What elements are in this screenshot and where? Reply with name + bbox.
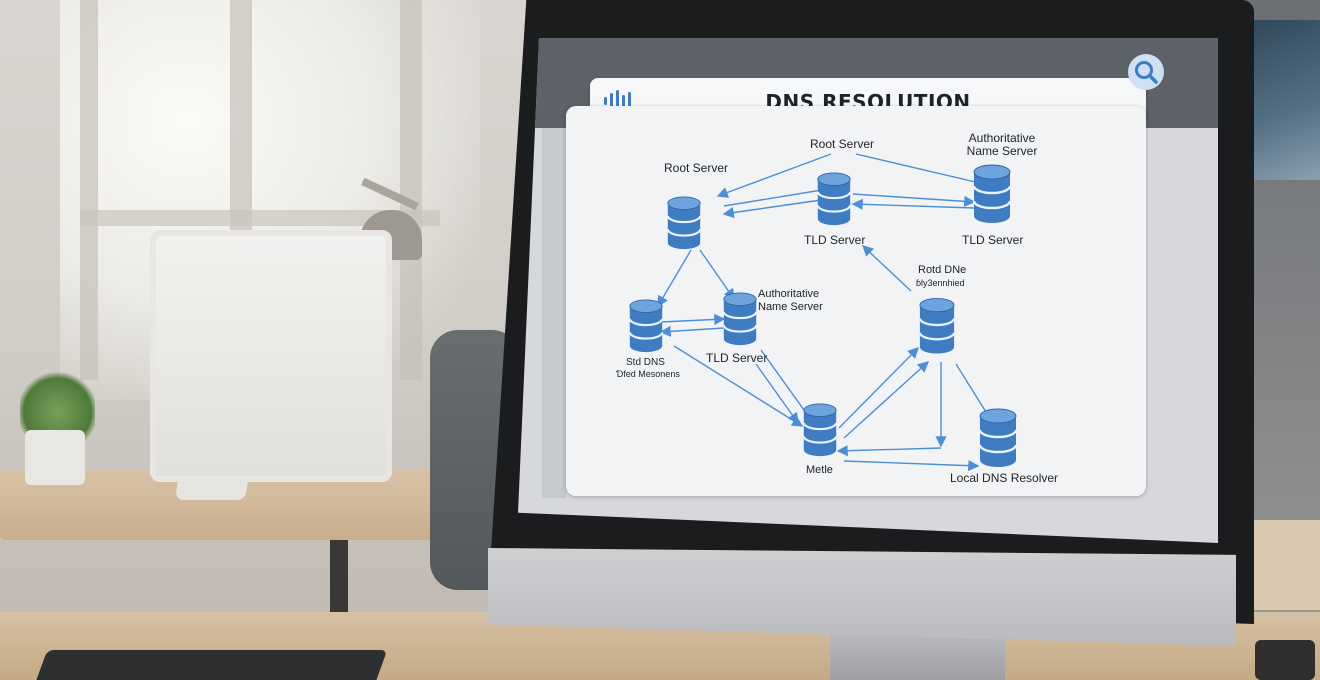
label-root-server-top: Root Server bbox=[810, 137, 875, 151]
std-dns-node bbox=[628, 298, 664, 354]
label-authoritative-top: Authoritative Name Server bbox=[966, 131, 1038, 158]
label-tld-server-center: TLD Server bbox=[804, 233, 866, 247]
label-local-dns-resolver: Local DNS Resolver bbox=[950, 471, 1059, 485]
connection-arrows bbox=[657, 153, 997, 472]
plant bbox=[20, 370, 95, 440]
sidebar-strip bbox=[542, 128, 566, 498]
label-root-server-left: Root Server bbox=[664, 161, 729, 175]
label-std-dns: Std DNS bbox=[626, 357, 665, 368]
tld-server-node-center bbox=[816, 171, 852, 227]
label-authoritative-mid: Authoritative Name Server bbox=[758, 288, 823, 313]
screen: DNS RESOLUTION bbox=[518, 38, 1218, 543]
rotd-dns-node bbox=[918, 297, 956, 355]
tld-server-node-mid bbox=[722, 291, 758, 347]
keyboard bbox=[32, 650, 388, 680]
mettle-node bbox=[802, 402, 838, 458]
waveform-icon bbox=[604, 88, 632, 114]
label-mettle: Metle bbox=[806, 464, 833, 476]
pencil-cup bbox=[1255, 640, 1315, 680]
label-tld-server-right: TLD Server bbox=[962, 233, 1024, 247]
search-button[interactable] bbox=[1128, 54, 1164, 90]
dns-diagram: Root Server Authoritative Name Server Ro… bbox=[566, 106, 1146, 496]
label-std-dns-sub: Ɗfed Mesonens bbox=[616, 369, 680, 379]
local-dns-resolver-node bbox=[978, 408, 1018, 468]
background-monitor bbox=[150, 230, 392, 482]
plant-pot bbox=[25, 430, 85, 485]
label-rotd-dns-sub: ɓly3ennhied bbox=[916, 278, 965, 288]
diagram-canvas bbox=[628, 153, 1018, 472]
root-server-node bbox=[666, 195, 702, 251]
authoritative-server-node-top bbox=[972, 164, 1012, 224]
label-tld-server-mid: TLD Server bbox=[706, 351, 768, 365]
label-rotd-dns: Rotd DNe bbox=[918, 264, 967, 276]
search-icon bbox=[1135, 61, 1158, 84]
